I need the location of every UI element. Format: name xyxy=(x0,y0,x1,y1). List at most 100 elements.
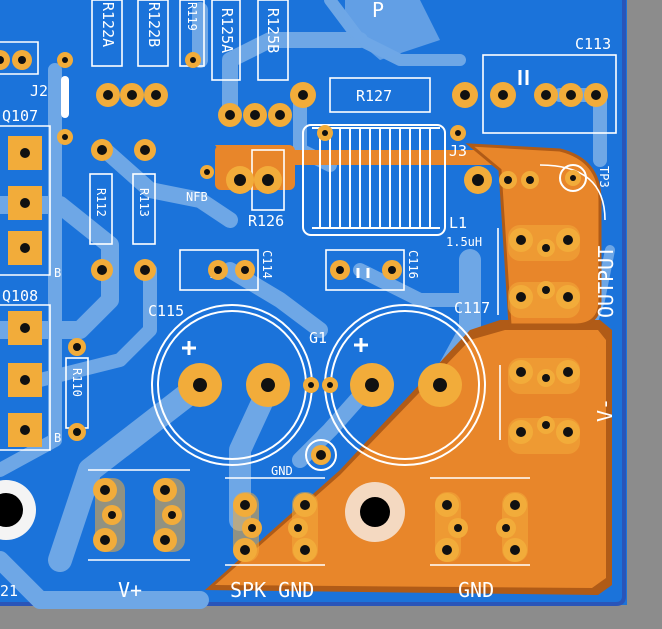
pad-drill xyxy=(108,511,116,519)
label-spk-gnd: SPK GND xyxy=(230,578,314,602)
label-c116: C116 xyxy=(406,250,420,279)
pad-drill xyxy=(190,57,196,63)
labels: R122A R122B R119 R125A R125B R127 C113 J… xyxy=(0,0,618,602)
label-c114: C114 xyxy=(260,250,274,279)
pad-drill xyxy=(563,292,573,302)
pad-drill xyxy=(100,485,110,495)
pad-drill xyxy=(168,511,176,519)
label-v-minus: V- xyxy=(593,398,617,422)
pad-drill xyxy=(300,545,310,555)
pad-drill xyxy=(234,174,246,186)
label-output: OUTPUT xyxy=(594,246,618,318)
pad-drill xyxy=(100,535,110,545)
label-v-plus: V+ xyxy=(118,578,142,602)
label-c113: C113 xyxy=(575,35,611,53)
jumper-j2 xyxy=(61,76,69,118)
pad-drill xyxy=(240,500,250,510)
pad-drill xyxy=(433,378,447,392)
label-q107: Q107 xyxy=(2,107,38,125)
pad-drill xyxy=(542,244,550,252)
pad-drill xyxy=(516,427,526,437)
pad-drill xyxy=(294,524,302,532)
pad-drill xyxy=(516,292,526,302)
pad-drill xyxy=(193,378,207,392)
label-nfb: NFB xyxy=(186,190,208,204)
square-pad-drills xyxy=(20,148,30,435)
pad-drill xyxy=(62,57,68,63)
label-c115: C115 xyxy=(148,302,184,320)
pad-drill xyxy=(336,266,344,274)
pad-drill xyxy=(160,535,170,545)
pad-drill xyxy=(18,56,26,64)
top-pour xyxy=(345,0,440,60)
pad-drill xyxy=(510,500,520,510)
pad-drill xyxy=(250,110,260,120)
pad-drill xyxy=(298,90,308,100)
pad-drill xyxy=(454,524,462,532)
pad-drill xyxy=(365,378,379,392)
label-l1-value: 1.5uH xyxy=(446,235,482,249)
label-top-fragment: P xyxy=(372,0,384,22)
label-r126: R126 xyxy=(248,212,284,230)
pad-drill xyxy=(322,130,328,136)
pad-drill xyxy=(73,343,81,351)
pad-drill xyxy=(542,421,550,429)
pad-drill xyxy=(62,134,68,140)
label-q108: Q108 xyxy=(2,287,38,305)
capacitor-outlines xyxy=(151,304,486,466)
label-j2: J2 xyxy=(30,82,48,100)
label-l1: L1 xyxy=(449,214,467,232)
pad-drill xyxy=(97,145,107,155)
label-pin-b-2: B xyxy=(54,431,61,445)
label-gnd-bottom: GND xyxy=(458,578,494,602)
pad-drill xyxy=(204,169,210,175)
pad-drill xyxy=(248,524,256,532)
pad-drill xyxy=(455,130,461,136)
pad-drill xyxy=(442,500,452,510)
label-gnd-pad: GND xyxy=(271,464,293,478)
pad-drill xyxy=(225,110,235,120)
pad-drill xyxy=(504,176,512,184)
pad-drill xyxy=(516,235,526,245)
pad-drill xyxy=(460,90,470,100)
label-r112: R112 xyxy=(94,188,108,217)
pad-drill xyxy=(510,545,520,555)
label-r119: R119 xyxy=(185,2,199,31)
pad-drill xyxy=(542,286,550,294)
pad-drill xyxy=(127,90,137,100)
mounting-holes xyxy=(0,480,405,542)
pad-drill xyxy=(151,90,161,100)
pad-drill xyxy=(308,382,314,388)
pad-drill xyxy=(140,265,150,275)
pad-drill xyxy=(275,110,285,120)
pad-drill xyxy=(542,374,550,382)
label-g1: G1 xyxy=(309,329,327,347)
label-r113: R113 xyxy=(137,188,151,217)
pad-drill xyxy=(498,90,508,100)
pad-drill xyxy=(0,56,4,64)
pad-drill xyxy=(516,367,526,377)
pad-drill xyxy=(563,367,573,377)
inductor-l1-coil xyxy=(302,124,446,236)
pad-drill xyxy=(73,428,81,436)
label-tp3: TP3 xyxy=(597,166,611,188)
pad xyxy=(0,50,10,70)
pad-drill xyxy=(97,265,107,275)
pad-drill xyxy=(241,266,249,274)
pad-drill xyxy=(300,500,310,510)
pad-drill xyxy=(261,378,275,392)
label-corner-ref: 21 xyxy=(0,582,18,600)
pad-drill xyxy=(570,175,576,181)
pad-drill xyxy=(388,266,396,274)
test-point-tp3 xyxy=(559,164,587,192)
pad-drill xyxy=(140,145,150,155)
pad-drill xyxy=(160,485,170,495)
label-r122a: R122A xyxy=(99,2,117,47)
label-r125a: R125A xyxy=(218,8,236,53)
pad-drill xyxy=(103,90,113,100)
pad-drill xyxy=(442,545,452,555)
label-c117: C117 xyxy=(454,299,490,317)
label-r125b: R125B xyxy=(264,8,282,53)
pad-drill xyxy=(502,524,510,532)
